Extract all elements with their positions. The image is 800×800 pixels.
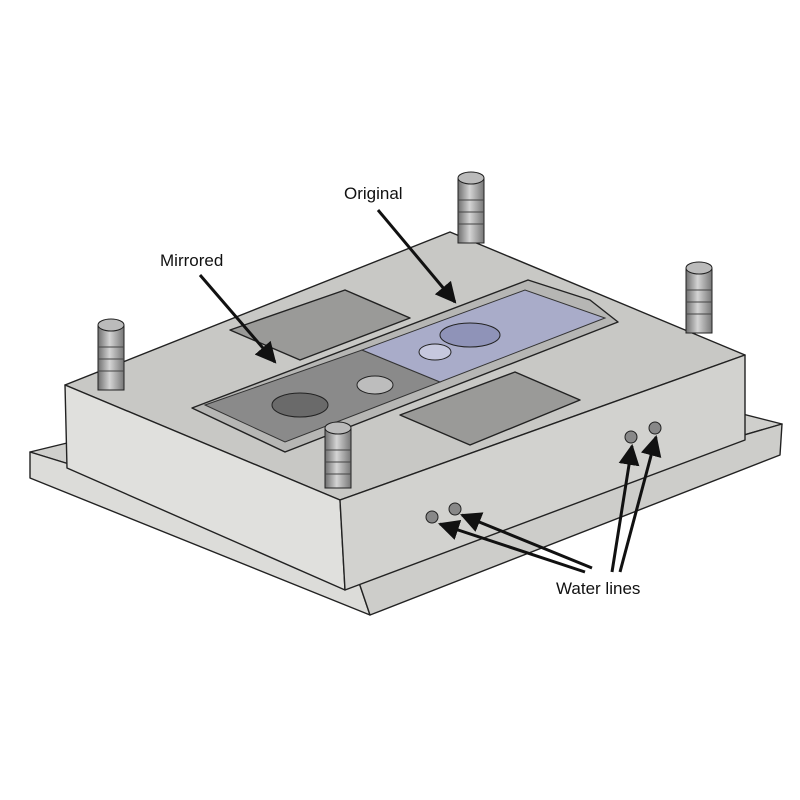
original-gate bbox=[418, 343, 452, 361]
mirrored-part-shape bbox=[271, 392, 329, 418]
water-line-holes bbox=[425, 421, 662, 524]
arrow-water-line bbox=[438, 519, 586, 574]
label-original: Original bbox=[344, 184, 403, 203]
arrow-mirrored bbox=[198, 274, 277, 364]
mirrored-gate bbox=[356, 375, 394, 395]
label-water-lines: Water lines bbox=[556, 579, 640, 598]
original-part-shape bbox=[439, 322, 501, 348]
callout-arrows bbox=[198, 209, 662, 574]
water-line-hole bbox=[425, 510, 439, 524]
water-line-hole bbox=[624, 430, 638, 444]
water-line-hole bbox=[448, 502, 462, 516]
arrow-original bbox=[376, 209, 457, 304]
pocket-front bbox=[399, 371, 581, 446]
water-line-hole bbox=[648, 421, 662, 435]
arrow-water-line bbox=[610, 443, 640, 573]
guide-pin bbox=[457, 171, 485, 244]
cavity bbox=[191, 279, 619, 453]
guide-pin bbox=[685, 261, 713, 334]
guide-pin bbox=[324, 421, 352, 489]
mold-block bbox=[64, 231, 746, 591]
arrow-water-line bbox=[618, 434, 662, 573]
arrow-water-line bbox=[460, 512, 593, 570]
label-mirrored: Mirrored bbox=[160, 251, 223, 270]
guide-pin bbox=[97, 318, 125, 391]
